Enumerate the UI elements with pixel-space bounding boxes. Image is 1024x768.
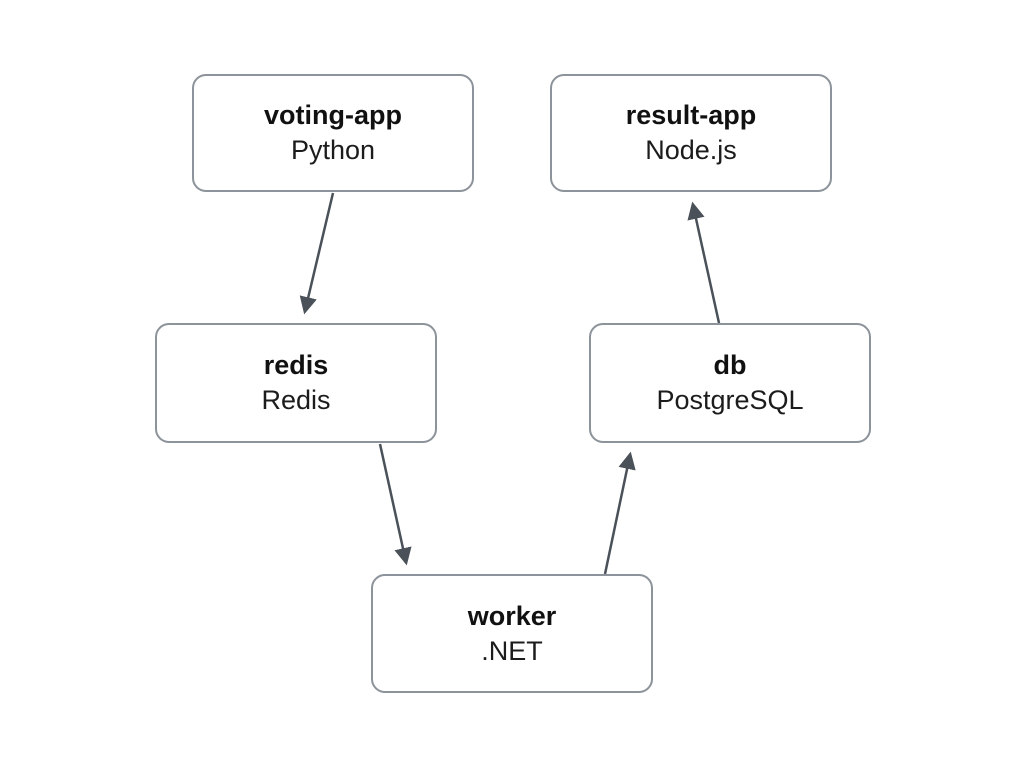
node-subtitle: .NET: [481, 635, 543, 666]
edge-worker-to-db: [603, 451, 636, 575]
node-subtitle: Redis: [261, 385, 331, 415]
node-worker: worker .NET: [371, 574, 653, 693]
edge-voting-app-to-redis: [299, 192, 335, 315]
node-title: voting-app: [264, 100, 402, 130]
node-db: db PostgreSQL: [589, 323, 871, 443]
node-subtitle: Python: [290, 135, 376, 165]
node-redis: redis Redis: [155, 323, 437, 443]
node-result-app: result-app Node.js: [550, 74, 832, 192]
node-subtitle: PostgreSQL: [656, 385, 804, 415]
node-voting-app: voting-app Python: [192, 74, 474, 192]
node-title: db: [713, 350, 747, 380]
node-subtitle: Node.js: [645, 135, 737, 165]
node-title: redis: [263, 350, 329, 380]
edge-redis-to-worker: [378, 443, 412, 566]
edge-db-to-result-app: [687, 201, 721, 324]
node-title: worker: [467, 600, 557, 631]
node-title: result-app: [625, 100, 757, 130]
